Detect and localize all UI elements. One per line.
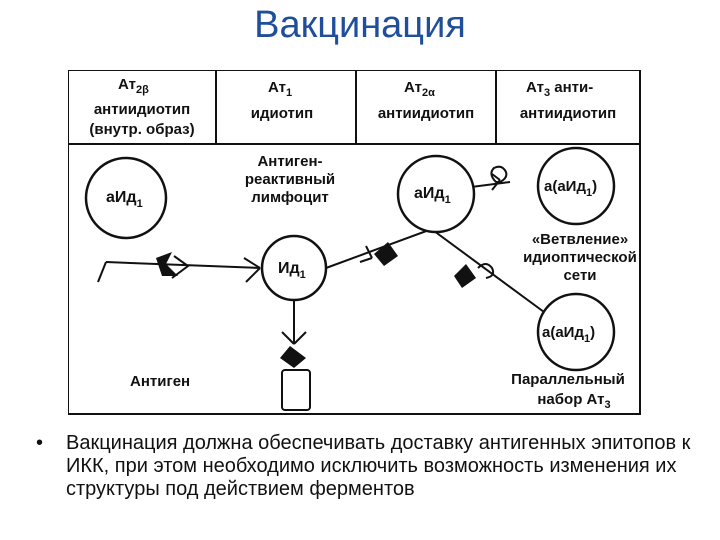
antigen-epitope	[280, 346, 306, 368]
receptor-shape-branch	[454, 264, 476, 288]
label-lymphocyte-line3: лимфоцит	[251, 189, 329, 206]
bullet-text: Вакцинация должна обеспечивать доставку …	[66, 432, 691, 500]
label-lymphocyte-line1: Антиген-	[257, 153, 322, 170]
header-cell-1-line1: Ат2β	[118, 76, 149, 96]
header-cell-3-line2: антиидиотип	[378, 105, 474, 122]
slide-title: Вакцинация	[254, 4, 466, 46]
node-aid1-right-label: аИд1	[414, 185, 451, 206]
link-left-to-center	[105, 261, 261, 269]
label-parallel-line1: Параллельный	[511, 371, 625, 388]
label-parallel-line2: набор Ат3	[537, 391, 610, 411]
node-id1-center	[260, 234, 328, 302]
header-cell-2-line2: идиотип	[251, 105, 313, 122]
node-a-aid1-top	[536, 146, 616, 226]
header-cell-1-line3: (внутр. образ)	[89, 121, 194, 138]
label-lymphocyte-line2: реактивный	[245, 171, 335, 188]
header-cell-2-line1: Ат1	[268, 79, 292, 99]
node-aid1-left	[84, 156, 168, 240]
label-antigen: Антиген	[130, 373, 190, 390]
receptor-shape-right	[374, 242, 398, 266]
header-cell-3-line1: Ат2α	[404, 79, 435, 99]
receptor-fork-top	[491, 173, 501, 191]
label-branching-line1: «Ветвление»	[532, 231, 628, 248]
header-cell-4-line1: Ат3 анти-	[526, 79, 593, 99]
label-branching-line2: идиоптической	[523, 249, 637, 266]
link-stem-left	[97, 261, 107, 283]
receptor-curl-branch	[477, 263, 495, 279]
node-a-aid1-bottom-label: а(аИд1)	[542, 324, 595, 345]
idiotype-network-figure: Ат2β антиидиотип (внутр. образ) Ат1 идио…	[68, 70, 641, 415]
link-right-to-bottom-branch	[429, 227, 545, 313]
receptor-fork-center	[243, 257, 261, 283]
node-a-aid1-top-label: а(аИд1)	[544, 178, 597, 199]
antigen-fork	[281, 331, 307, 345]
header-cell-4-line2: антиидиотип	[520, 105, 616, 122]
node-a-aid1-bottom	[536, 292, 616, 372]
figure-frame	[68, 70, 641, 415]
receptor-fork-left	[171, 255, 190, 279]
receptor-curl-top	[490, 165, 508, 183]
receptor-shape-left	[156, 252, 178, 276]
bullet-point: • Вакцинация должна обеспечивать доставк…	[36, 432, 696, 501]
label-branching-line3: сети	[563, 267, 596, 284]
header-cell-1-line2: антиидиотип	[94, 101, 190, 118]
node-aid1-right	[396, 154, 476, 234]
receptor-fork-right	[359, 245, 373, 263]
node-id1-center-label: Ид1	[278, 260, 306, 281]
bullet-marker: •	[36, 432, 44, 454]
antigen-body	[281, 369, 311, 411]
node-aid1-left-label: аИд1	[106, 189, 143, 210]
